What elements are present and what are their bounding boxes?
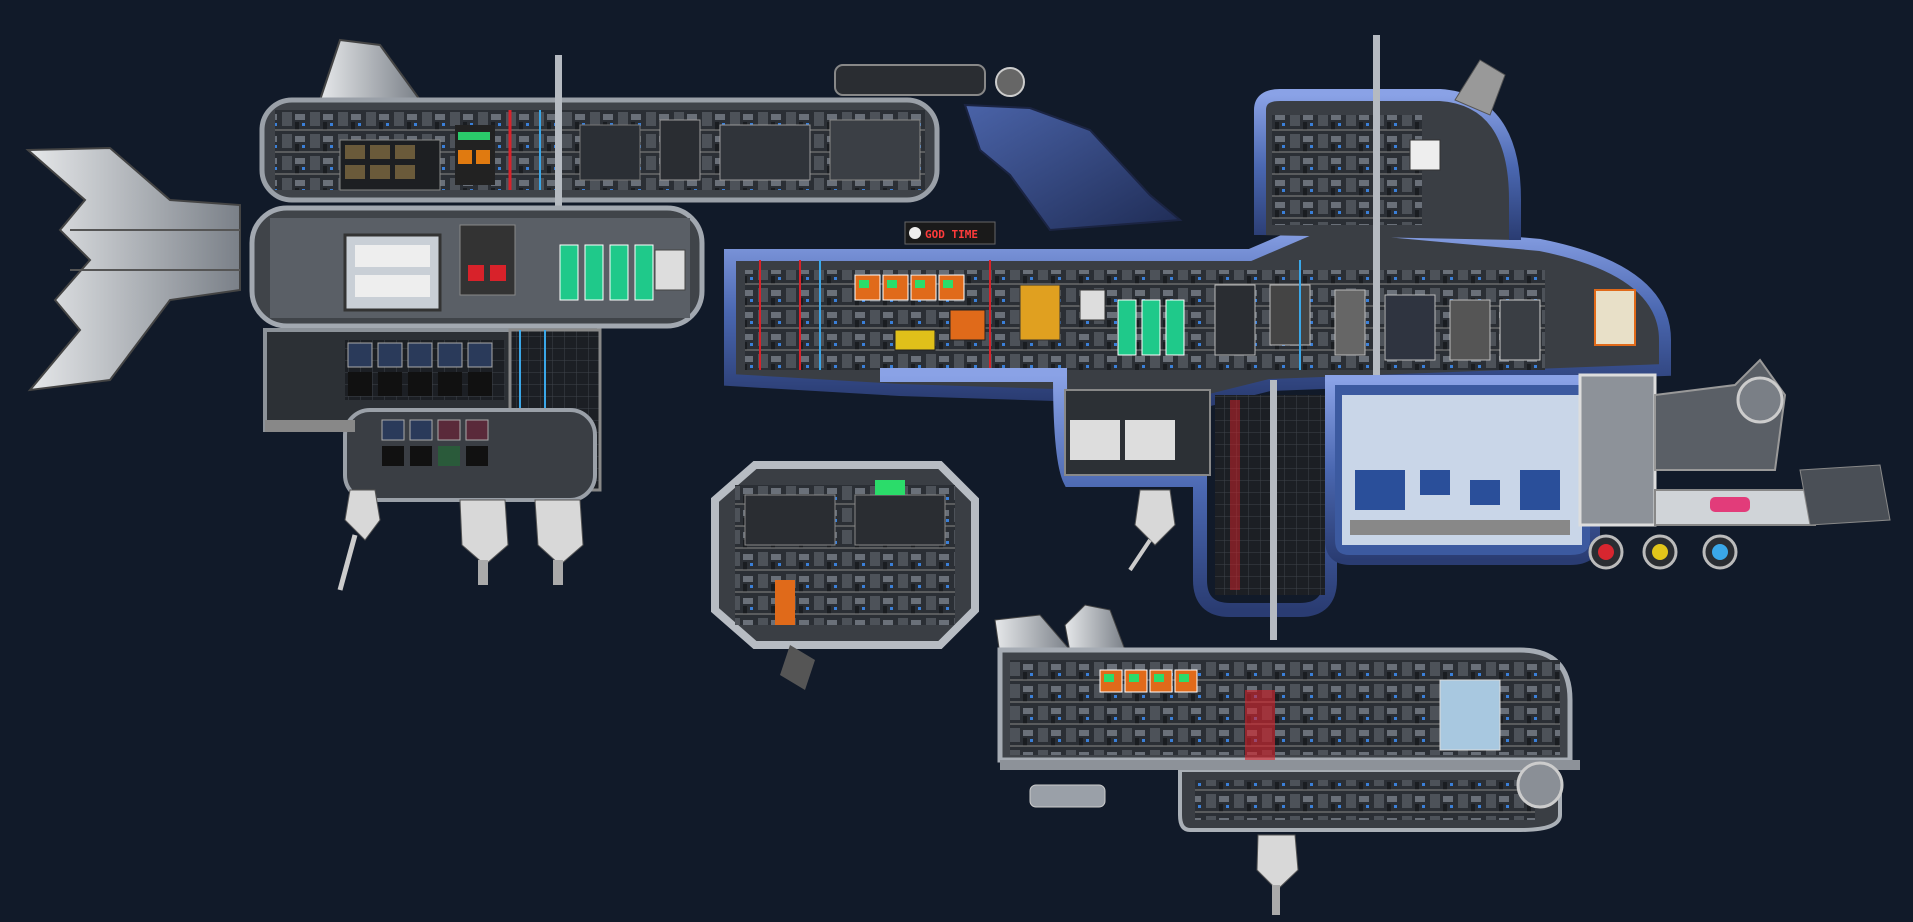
module-buttons xyxy=(1588,534,1738,570)
top-cannon xyxy=(834,64,986,96)
heart-icon xyxy=(1598,544,1614,560)
shield-icon xyxy=(1712,544,1728,560)
center-green-cells xyxy=(1117,299,1185,356)
shield-module-button[interactable] xyxy=(1702,534,1738,570)
blue-pipe-underbelly xyxy=(880,368,1337,617)
left-weapon-mounts xyxy=(337,489,584,591)
heart-module-button[interactable] xyxy=(1588,534,1624,570)
neon-sign-panel xyxy=(904,221,996,245)
upper-deck-panels xyxy=(339,110,921,191)
right-dock-platform xyxy=(1578,373,1657,527)
orange-lockers xyxy=(854,274,965,301)
radiation-icon xyxy=(1652,544,1668,560)
left-ship xyxy=(25,38,1025,591)
green-power-cells xyxy=(559,244,654,301)
bottom-lockers xyxy=(1099,669,1198,693)
center-ship: GOD TIME xyxy=(711,35,1891,915)
center-blue-fin xyxy=(963,103,1183,232)
neon-sign-text: GOD TIME xyxy=(925,228,978,241)
storage-crates xyxy=(347,342,493,396)
radiation-module-button[interactable] xyxy=(1642,534,1678,570)
left-top-fin xyxy=(318,38,422,101)
